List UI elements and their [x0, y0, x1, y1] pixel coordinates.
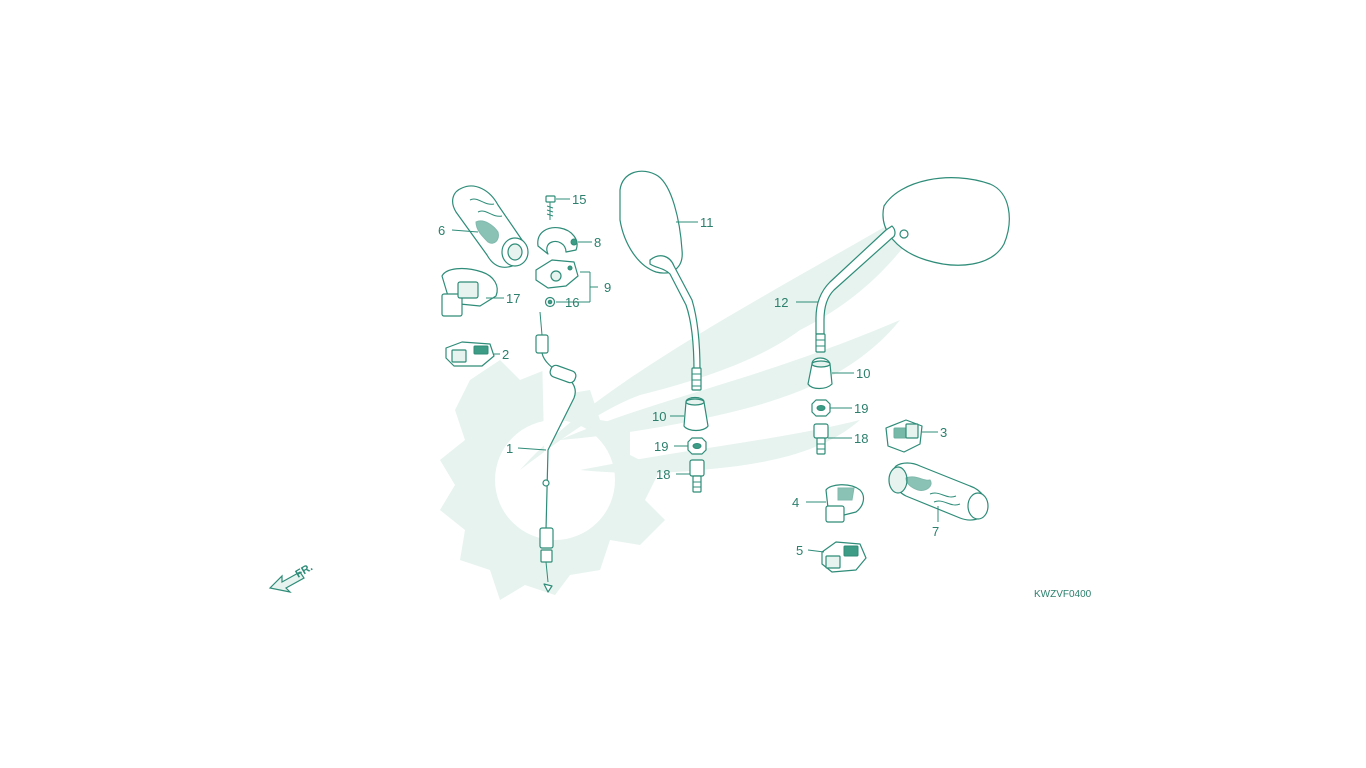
- callout-9: 9: [604, 280, 611, 295]
- switch-part-4: [825, 484, 865, 523]
- mirror-part-12: [815, 177, 1010, 353]
- callout-8: 8: [594, 235, 601, 250]
- diagram-part-code: KWZVF0400: [1034, 589, 1092, 600]
- callout-4: 4: [792, 495, 799, 510]
- bolt-part-18-right: [813, 423, 829, 455]
- switch-part-2: [445, 341, 495, 367]
- screw-part-15: [545, 195, 556, 220]
- callout-11: 11: [700, 215, 714, 230]
- callout-10-right: 10: [856, 366, 870, 381]
- callout-18-left: 18: [656, 467, 670, 482]
- callout-7: 7: [932, 524, 939, 539]
- callout-19-left: 19: [654, 439, 668, 454]
- boot-part-10-left: [683, 396, 709, 432]
- right-grip-part-7: [888, 462, 989, 521]
- throttle-housing-part-9: [535, 259, 579, 289]
- mirror-part-11: [619, 170, 702, 391]
- callout-2: 2: [502, 347, 509, 362]
- left-grip-part-6: [452, 185, 529, 268]
- nut-part-19-left: [687, 437, 707, 455]
- boot-part-10-right: [807, 357, 833, 390]
- switch-part-17: [441, 267, 498, 317]
- throttle-cable-part-1: [535, 311, 577, 593]
- direction-label: FR.: [294, 561, 315, 580]
- callout-3: 3: [940, 425, 947, 440]
- callout-5: 5: [796, 543, 803, 558]
- callout-18-right: 18: [854, 431, 868, 446]
- bolt-part-18-left: [689, 459, 705, 493]
- callout-17: 17: [506, 291, 520, 306]
- callout-1: 1: [506, 441, 513, 456]
- throttle-housing-part-8: [537, 227, 578, 255]
- callout-19-right: 19: [854, 401, 868, 416]
- callout-15: 15: [572, 192, 586, 207]
- callout-10-left: 10: [652, 409, 666, 424]
- callout-6: 6: [438, 223, 445, 238]
- nut-part-19-right: [811, 399, 831, 417]
- watermark-logo: [440, 195, 940, 600]
- callout-16: 16: [565, 295, 579, 310]
- nut-part-16: [544, 296, 556, 308]
- callout-12: 12: [774, 295, 788, 310]
- switch-part-5: [821, 541, 867, 573]
- switch-part-3: [885, 419, 923, 453]
- front-direction-arrow-icon: FR.: [268, 561, 315, 593]
